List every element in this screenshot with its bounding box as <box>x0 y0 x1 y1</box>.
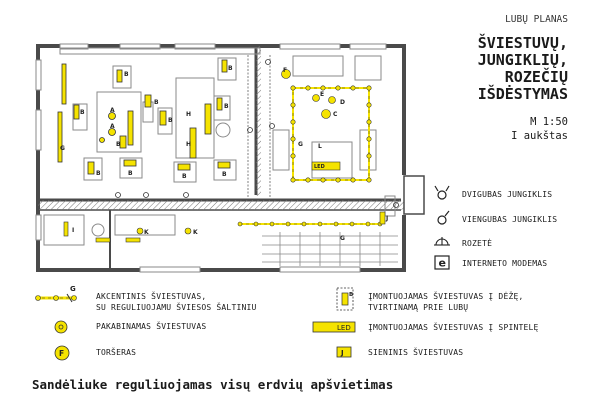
windows <box>35 43 387 273</box>
plan-label-k: K <box>144 229 149 236</box>
plan-scale: M 1:50 <box>530 116 568 128</box>
stairs <box>262 232 398 266</box>
legend-accent-light-label: AKCENTINIS ŠVIESTUVAS, SU REGULIUOJAMU Š… <box>96 291 257 313</box>
corridor-accent-lights <box>237 211 386 227</box>
plan-letter-labels: B B B B B B B B B B B A A G H H F E D C … <box>60 65 388 242</box>
legend-double-switch-label: DVIGUBAS JUNGIKLIS <box>462 190 553 199</box>
svg-text:J: J <box>340 349 344 357</box>
legend-single-switch-label: VIENGUBAS JUNGIKLIS <box>462 215 558 224</box>
svg-text:B: B <box>349 292 353 298</box>
plan-label-f: F <box>283 67 287 74</box>
plan-label-c: C <box>333 111 338 118</box>
plan-label-b: B <box>96 170 101 177</box>
plan-label-b: B <box>128 170 133 177</box>
title-line: JUNGIKLIŲ, <box>477 51 568 69</box>
title-line: IŠDĖSTYMAS <box>477 85 568 103</box>
plan-label-j: J <box>385 215 388 222</box>
plan-label-a: A <box>110 107 115 114</box>
legend-line: TVIRTINAMĄ PRIE LUBŲ <box>368 303 469 312</box>
plan-label-b: B <box>224 103 229 110</box>
furniture <box>43 47 396 246</box>
plan-label-l: L <box>318 143 322 150</box>
hatched-areas <box>38 46 425 215</box>
cabinet-led-icon: LED <box>312 321 356 333</box>
legend-socket-label: ROZETĖ <box>462 239 493 248</box>
plan-label-e: E <box>320 91 324 98</box>
plan-label-led: LED <box>314 164 325 170</box>
footer-note: Sandėliuke reguliuojamas visų erdvių apš… <box>32 377 394 392</box>
plan-title: ŠVIESTUVŲ, JUNGIKLIŲ, ROZEČIŲ IŠDĖSTYMAS <box>478 35 568 103</box>
legend-recessed-box-label: ĮMONTUOJAMAS ŠVIESTUVAS Į DĖŽĘ, TVIRTINA… <box>368 291 524 313</box>
plan-label-b: B <box>154 99 159 106</box>
plan-label-h: H <box>186 111 191 118</box>
plan-label-b: B <box>124 71 129 78</box>
pendant-light-icon <box>54 320 68 334</box>
plan-label-d: D <box>340 99 345 106</box>
plan-label-a: A <box>110 123 115 130</box>
right-room-accent-lights <box>281 69 372 183</box>
socket-icon <box>434 237 450 246</box>
double-switch-icon <box>434 185 450 200</box>
walls <box>36 44 406 272</box>
plan-label-g: G <box>60 145 65 152</box>
legend-wall-light-label: SIENINIS ŠVIESTUVAS <box>368 348 464 357</box>
legend-line: ĮMONTUOJAMAS ŠVIESTUVAS Į DĖŽĘ, <box>368 292 524 301</box>
recessed-box-light-icon: B <box>336 287 354 311</box>
left-room-lights <box>57 59 231 175</box>
floor-lamp-icon: F <box>54 345 70 361</box>
legend-cabinet-led-label: ĮMONTUOJAMAS ŠVIESTUVAS Į SPINTELĘ <box>368 323 539 332</box>
title-line: ROZEČIŲ <box>504 68 568 86</box>
svg-text:G: G <box>70 285 76 293</box>
plan-label-b: B <box>80 109 85 116</box>
legend-line: SU REGULIUOJAMU ŠVIESOS ŠALTINIU <box>96 303 257 312</box>
single-switch-icon <box>437 210 450 225</box>
plan-label-k: K <box>193 229 198 236</box>
plan-label-b: B <box>228 65 233 72</box>
svg-text:LED: LED <box>337 324 351 332</box>
plan-label-h: H <box>186 141 191 148</box>
svg-text:e: e <box>439 257 446 270</box>
legend-modem-label: INTERNETO MODEMAS <box>462 259 548 268</box>
title-line: ŠVIESTUVŲ, <box>477 34 568 52</box>
lower-area-lights <box>63 221 192 243</box>
legend-pendant-light-label: PAKABINAMAS ŠVIESTUVAS <box>96 322 207 331</box>
svg-text:F: F <box>59 349 64 358</box>
plan-subtitle: LUBŲ PLANAS <box>505 14 568 25</box>
plan-switches <box>115 59 399 208</box>
legend-floor-lamp-label: TORŠERAS <box>96 348 137 357</box>
plan-label-b: B <box>182 173 187 180</box>
plan-label-b: B <box>222 171 227 178</box>
plan-label-b: B <box>116 141 121 148</box>
plan-label-g: G <box>298 141 303 148</box>
internet-modem-icon: e <box>434 255 450 270</box>
legend-line: AKCENTINIS ŠVIESTUVAS, <box>96 292 207 301</box>
plan-label-i: I <box>72 227 74 234</box>
accent-light-icon: G <box>35 285 77 303</box>
plan-label-g: G <box>340 235 345 242</box>
wall-light-icon: J <box>336 346 352 358</box>
switch-wiring <box>90 55 385 201</box>
plan-label-b: B <box>168 117 173 124</box>
plan-floor: I aukštas <box>511 130 568 142</box>
